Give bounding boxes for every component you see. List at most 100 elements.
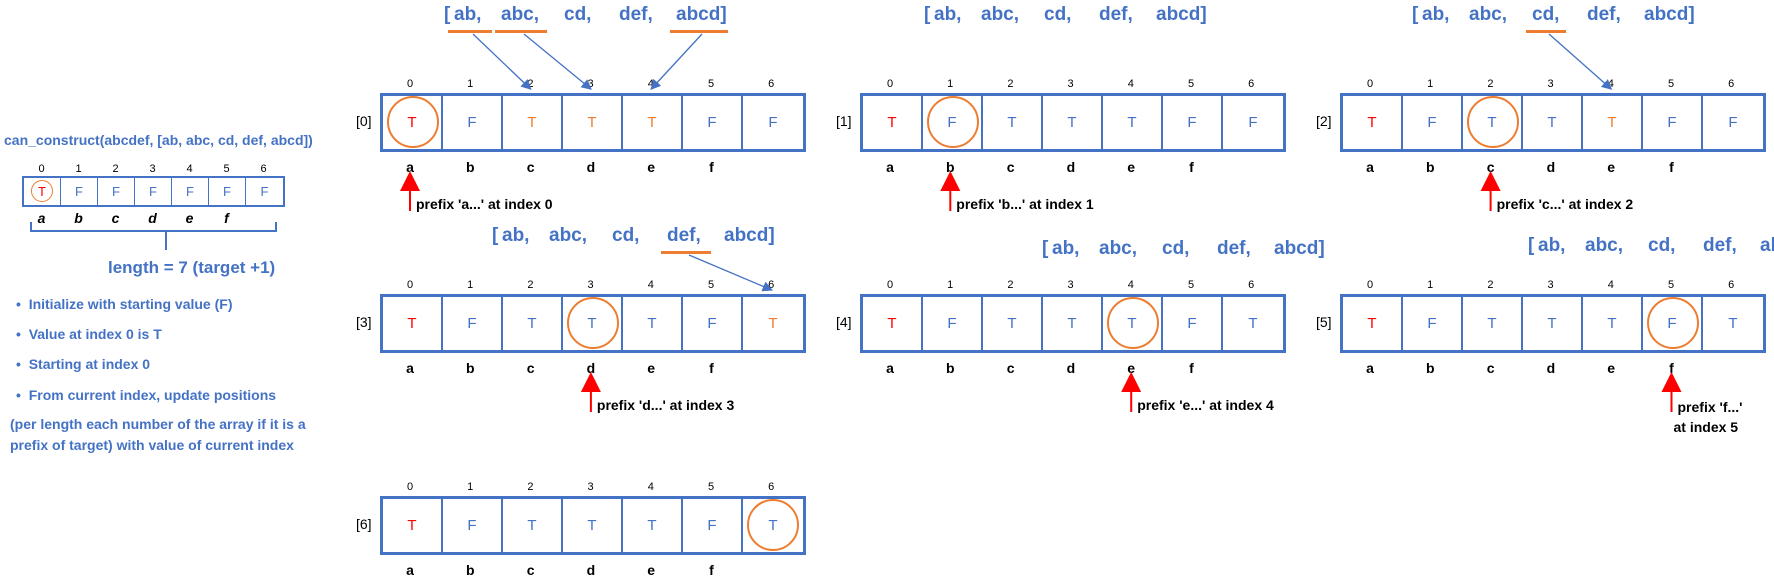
index-label: 3 bbox=[587, 279, 594, 291]
array-cell: T bbox=[1103, 96, 1163, 149]
array-cell: T bbox=[503, 96, 563, 149]
word: def, bbox=[667, 225, 701, 246]
cell-value: F bbox=[1427, 315, 1437, 332]
char-label: d bbox=[586, 360, 596, 376]
index-label: 0 bbox=[38, 163, 45, 175]
char-label: e bbox=[1607, 360, 1616, 376]
current-index-circle bbox=[567, 297, 619, 349]
index-label: 2 bbox=[527, 481, 534, 493]
initial-char-row: a b c d e f bbox=[23, 210, 245, 226]
char-label: e bbox=[647, 562, 656, 578]
index-label: 3 bbox=[587, 78, 594, 90]
bullet-item: • From current index, update positions bbox=[16, 387, 277, 403]
cell-value: T bbox=[587, 517, 597, 534]
cell-value: F bbox=[1427, 114, 1437, 131]
char-label: e bbox=[1127, 159, 1136, 175]
cell-value: F bbox=[1187, 315, 1197, 332]
cell-value: F bbox=[947, 315, 957, 332]
array-cell: T bbox=[1583, 297, 1643, 350]
cell-value: F bbox=[467, 114, 477, 131]
cell-value: T bbox=[1007, 315, 1017, 332]
array-cell: F bbox=[98, 178, 135, 205]
cell-value: T bbox=[647, 114, 657, 131]
length-bracket bbox=[30, 222, 277, 232]
prefix-note: prefix 'e...' at index 4 bbox=[1137, 397, 1274, 413]
cell-value: T bbox=[407, 114, 417, 131]
index-label: 4 bbox=[647, 78, 654, 90]
cell-value: F bbox=[707, 517, 717, 534]
cell-value: T bbox=[587, 315, 597, 332]
array-cell: T bbox=[1463, 96, 1523, 149]
current-index-circle bbox=[927, 96, 979, 148]
cell-value: T bbox=[1547, 315, 1557, 332]
index-label: 3 bbox=[1547, 78, 1554, 90]
cell-value: T bbox=[647, 315, 657, 332]
char-label: f bbox=[1189, 360, 1194, 376]
char-label: d bbox=[1546, 360, 1556, 376]
word: abcd] bbox=[676, 4, 727, 25]
array-cell: F bbox=[260, 184, 269, 199]
char-label: b bbox=[1426, 159, 1435, 175]
cell-value: F bbox=[1667, 114, 1677, 131]
index-label: 6 bbox=[768, 78, 775, 90]
char-label: f bbox=[1669, 360, 1674, 376]
array-cell: F bbox=[1643, 297, 1703, 350]
index-label: 5 bbox=[1187, 78, 1195, 90]
array-cell: T bbox=[743, 499, 803, 552]
array-cell: T bbox=[503, 297, 563, 350]
char-label: b bbox=[946, 360, 955, 376]
word: ab, bbox=[502, 225, 530, 246]
word-underline bbox=[1526, 30, 1566, 33]
current-index-circle bbox=[31, 180, 53, 202]
function-call-title: can_construct(abcdef, [ab, abc, cd, def,… bbox=[4, 132, 313, 148]
index-label: 6 bbox=[1728, 279, 1735, 291]
index-label: 5 bbox=[707, 481, 715, 493]
char-label: a bbox=[406, 360, 414, 376]
index-label: 6 bbox=[260, 163, 267, 175]
cell-value: F bbox=[467, 517, 477, 534]
prefix-note: prefix 'a...' at index 0 bbox=[416, 196, 553, 212]
char-label: d bbox=[1546, 159, 1556, 175]
index-label: 0 bbox=[406, 78, 414, 90]
cell-value: T bbox=[1248, 315, 1258, 332]
cell-value: T bbox=[1127, 114, 1137, 131]
cell-value: T bbox=[1487, 315, 1497, 332]
word: cd, bbox=[1532, 4, 1560, 25]
char-label: a bbox=[406, 159, 414, 175]
char-label: f bbox=[709, 562, 714, 578]
word: abc, bbox=[501, 4, 540, 25]
word: cd, bbox=[1648, 235, 1676, 256]
index-label: 0 bbox=[1366, 279, 1374, 291]
cell-value: T bbox=[527, 114, 537, 131]
index-label: 4 bbox=[1607, 78, 1614, 90]
length-label: length = 7 (target +1) bbox=[108, 258, 276, 277]
index-label: 2 bbox=[1487, 78, 1494, 90]
word: ab, bbox=[934, 4, 962, 25]
word-bank: [ab,abc,cd,def,abcd] bbox=[1528, 235, 1774, 257]
index-label: 1 bbox=[1427, 279, 1434, 291]
prefix-note: prefix 'b...' at index 1 bbox=[956, 196, 1094, 212]
array-cell: F bbox=[1163, 96, 1223, 149]
word: abcd] bbox=[724, 225, 775, 246]
index-label: 2 bbox=[527, 78, 534, 90]
index-label: 5 bbox=[1187, 279, 1195, 291]
array-cell: T bbox=[1703, 297, 1763, 350]
word: def, bbox=[1587, 4, 1621, 25]
array-cell: T bbox=[383, 297, 443, 350]
array-cell: T bbox=[24, 178, 61, 205]
index-label: 5 bbox=[707, 78, 715, 90]
index-label: 1 bbox=[1427, 78, 1434, 90]
index-label: 5 bbox=[1667, 279, 1675, 291]
cell-value: T bbox=[1607, 114, 1617, 131]
step-label: [1] bbox=[836, 113, 852, 129]
array-cell: T bbox=[563, 96, 623, 149]
char-label: f bbox=[709, 159, 714, 175]
bracket-open: [ bbox=[924, 4, 931, 25]
cell-value: F bbox=[1728, 114, 1738, 131]
array-cell: T bbox=[1043, 297, 1103, 350]
cell-value: T bbox=[527, 517, 537, 534]
array-cell: T bbox=[863, 297, 923, 350]
array-cell: T bbox=[743, 297, 803, 350]
array-cell: F bbox=[1163, 297, 1223, 350]
